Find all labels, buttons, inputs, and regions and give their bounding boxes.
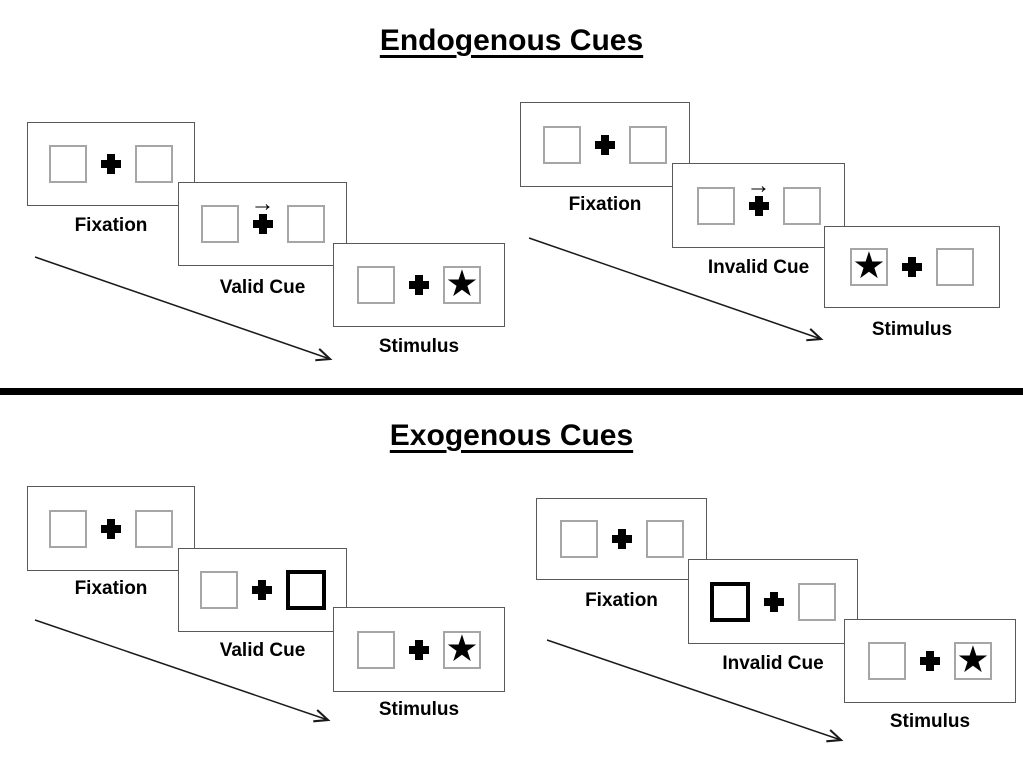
timeline-arrow-endo-valid (34, 256, 333, 362)
fixation-cross-icon (902, 257, 922, 277)
fixation-cross-icon (611, 529, 632, 549)
fixation-cross-icon (101, 154, 121, 174)
timeline-arrow-exo-valid (34, 619, 331, 723)
exo-valid-fixation-panel (27, 486, 195, 571)
fixation-cross-icon (748, 195, 769, 216)
right-box (629, 125, 667, 164)
star-icon: ★ (445, 627, 479, 669)
exogenous-cue-box (285, 570, 326, 610)
right-box: ★ (443, 627, 481, 669)
endo-valid-fixation-panel (27, 122, 195, 206)
exogenous-cue-box (710, 581, 750, 622)
left-box (543, 125, 581, 164)
endo-valid-stimulus-panel: ★ (333, 243, 505, 327)
exo-valid-stimulus-panel: ★ (333, 607, 505, 692)
step-label: Invalid Cue (707, 257, 810, 278)
endo-valid-cue-panel: → (178, 182, 347, 266)
endo-invalid-stimulus-panel: ★ (824, 226, 1000, 308)
left-box (868, 642, 906, 680)
fixation-cross-icon (252, 214, 273, 234)
right-box (645, 520, 684, 558)
timeline-arrow-endo-invalid (528, 237, 824, 342)
left-box (199, 571, 238, 609)
step-label: Fixation (568, 194, 642, 215)
step-label: Fixation (585, 590, 658, 611)
exo-invalid-cue-panel (688, 559, 858, 644)
left-box (559, 520, 598, 558)
step-label: Valid Cue (219, 640, 306, 661)
section-title-exogenous: Exogenous Cues (389, 419, 634, 452)
star-icon: ★ (852, 245, 886, 286)
right-box: ★ (443, 263, 481, 304)
star-icon: ★ (956, 639, 990, 680)
timeline-arrow-exo-invalid (546, 639, 844, 743)
fixation-cross-icon (251, 580, 272, 600)
step-label: Invalid Cue (722, 653, 824, 674)
fixation-cross-icon (409, 639, 429, 660)
cue-arrow-icon: → (746, 171, 771, 199)
step-label: Stimulus (378, 336, 460, 357)
step-label: Stimulus (871, 319, 953, 340)
endo-invalid-cue-panel: → (672, 163, 845, 248)
step-label: Stimulus (889, 711, 971, 732)
right-box (782, 186, 821, 225)
right-box: ★ (954, 639, 992, 680)
left-box (696, 186, 735, 225)
cue-arrow-icon: → (250, 190, 275, 217)
fixation-cross-icon (595, 134, 615, 155)
step-label: Fixation (74, 578, 148, 599)
fixation-cross-icon (920, 651, 940, 671)
left-box (49, 509, 87, 548)
fixation-cross-icon (409, 275, 429, 295)
right-box (135, 145, 173, 183)
fixation-cross-icon (764, 591, 784, 612)
left-box (49, 145, 87, 183)
exo-invalid-fixation-panel (536, 498, 707, 580)
right-box (798, 582, 836, 621)
section-title-endogenous: Endogenous Cues (379, 24, 644, 57)
left-box: ★ (850, 245, 888, 286)
right-box (135, 509, 173, 548)
step-label: Fixation (74, 215, 148, 236)
fixation-cross-icon (101, 518, 121, 539)
left-box (357, 630, 395, 669)
right-box (286, 205, 325, 243)
exo-invalid-stimulus-panel: ★ (844, 619, 1016, 703)
left-box (357, 266, 395, 304)
step-label: Stimulus (378, 699, 460, 720)
section-divider (0, 388, 1023, 395)
endo-invalid-fixation-panel (520, 102, 690, 187)
right-box (936, 248, 974, 286)
step-label: Valid Cue (219, 277, 306, 298)
star-icon: ★ (445, 263, 479, 304)
left-box (200, 205, 239, 243)
exo-valid-cue-panel (178, 548, 347, 632)
